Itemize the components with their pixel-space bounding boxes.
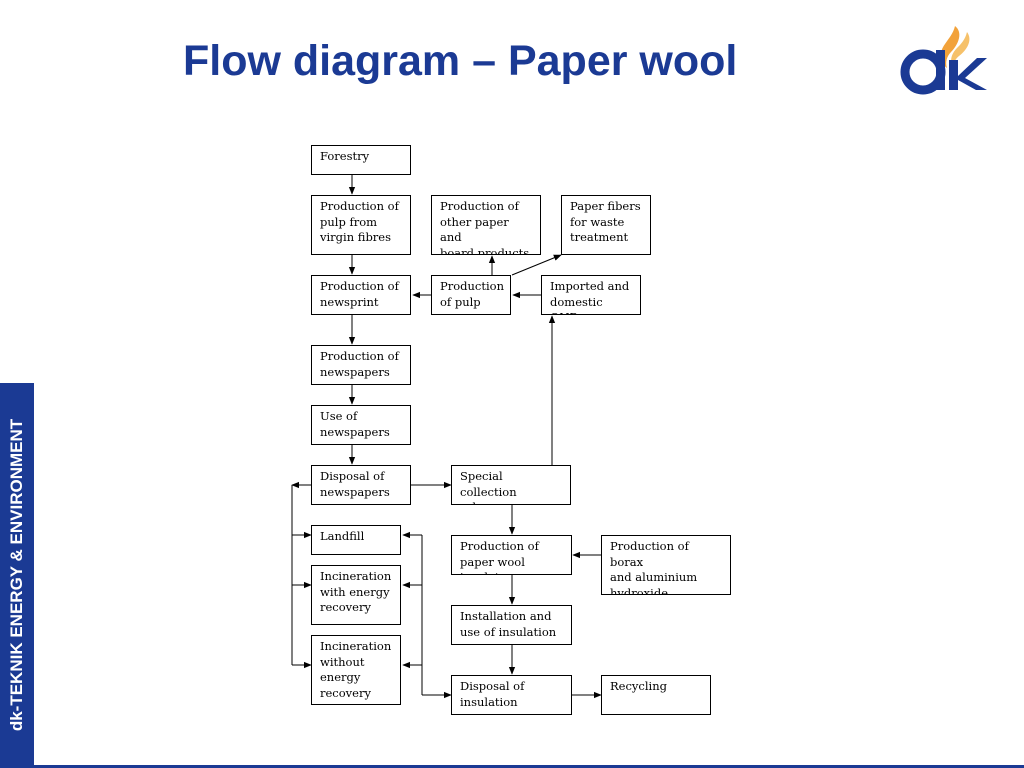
- arrow-pulp-to-fibers: [511, 254, 562, 276]
- page-title: Flow diagram – Paper wool: [183, 37, 738, 85]
- box-newspapers: Production of newspapers: [311, 345, 411, 385]
- box-disposal-insulation: Disposal of insulation: [451, 675, 572, 715]
- box-production-of-pulp: Production of pulp: [431, 275, 511, 315]
- box-use-newspapers: Use of newspapers: [311, 405, 411, 445]
- box-disposal-newspapers: Disposal of newspapers: [311, 465, 411, 505]
- box-forestry: Forestry: [311, 145, 411, 175]
- box-recycling: Recycling: [601, 675, 711, 715]
- box-landfill: Landfill: [311, 525, 401, 555]
- dk-logo-icon: [900, 26, 987, 95]
- side-band: [0, 383, 34, 768]
- box-other-paper-board: Production of other paper and board prod…: [431, 195, 541, 255]
- box-newsprint: Production of newsprint: [311, 275, 411, 315]
- box-paper-wool-insulation: Production of paper wool insulat.: [451, 535, 572, 575]
- box-paper-fibers-waste: Paper fibers for waste treatment: [561, 195, 651, 255]
- box-installation-insulation: Installation and use of insulation: [451, 605, 572, 645]
- bottom-divider: [34, 765, 1024, 768]
- box-incineration-with-recovery: Incineration with energy recovery: [311, 565, 401, 625]
- box-special-collection: Special collection scheme: [451, 465, 571, 505]
- box-pulp-virgin-fibres: Production of pulp from virgin fibres: [311, 195, 411, 255]
- box-borax-aluminium: Production of borax and aluminium hydrox…: [601, 535, 731, 595]
- box-imported-onp: Imported and domestic ONP: [541, 275, 641, 315]
- side-label: dk-TEKNIK ENERGY & ENVIRONMENT: [7, 418, 26, 732]
- dk-teknik-logo: [893, 22, 989, 98]
- box-incineration-without-recovery: Incineration without energy recovery: [311, 635, 401, 705]
